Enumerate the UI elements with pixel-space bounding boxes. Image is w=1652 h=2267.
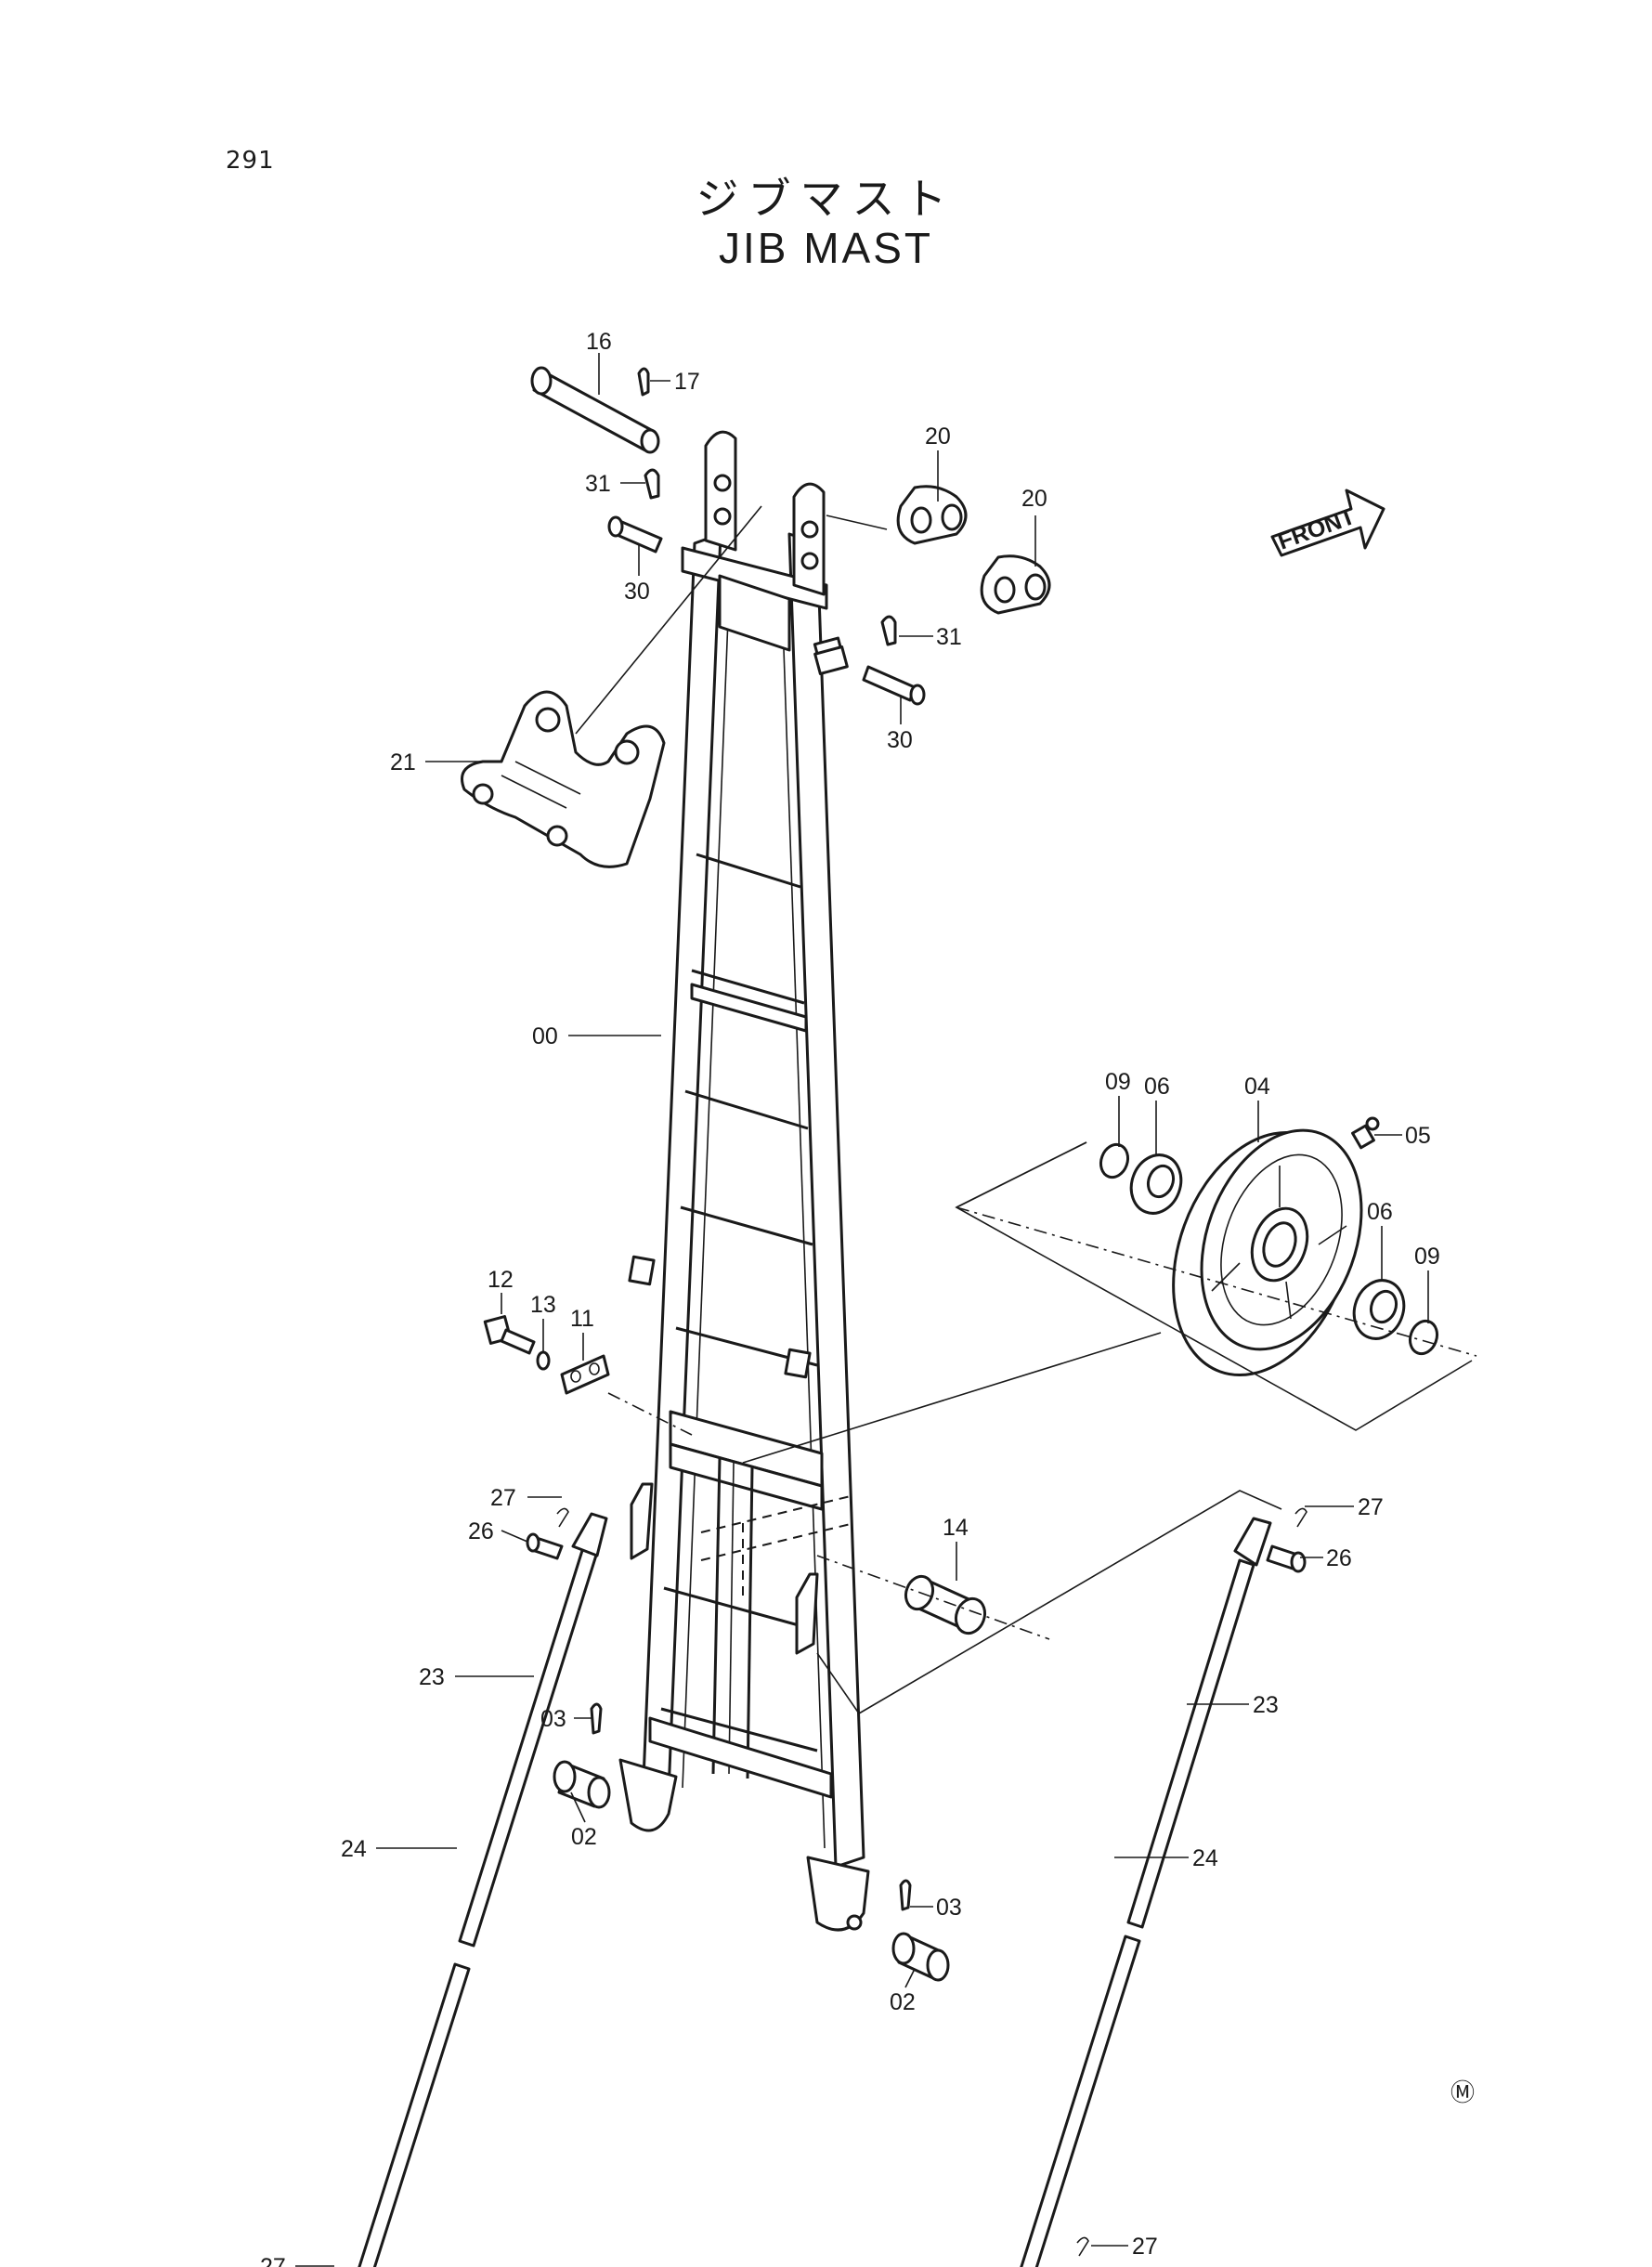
snap-pin-31-right bbox=[880, 615, 897, 646]
plate-21 bbox=[461, 690, 666, 868]
callout-27-right-upper: 27 bbox=[1358, 1494, 1384, 1520]
pin-30-left bbox=[607, 515, 663, 554]
snap-pin-17 bbox=[637, 367, 650, 397]
mast-top-crossmember bbox=[681, 546, 828, 610]
grease-fitting-05 bbox=[1351, 1116, 1380, 1150]
spacer-09-lower bbox=[1408, 1319, 1439, 1356]
pin-26-right-upper bbox=[1266, 1544, 1307, 1573]
callout-17: 17 bbox=[674, 369, 700, 395]
mast-bottom-crossmember bbox=[648, 1716, 833, 1799]
callout-03-left: 03 bbox=[540, 1706, 566, 1732]
plate-11 bbox=[560, 1354, 610, 1395]
callout-03-right: 03 bbox=[936, 1895, 962, 1921]
link-23-left bbox=[358, 1512, 608, 2267]
callout-02-left: 02 bbox=[571, 1824, 597, 1850]
pin-30-right bbox=[813, 645, 926, 706]
pin-26-left-upper bbox=[526, 1532, 564, 1560]
callout-05: 05 bbox=[1405, 1123, 1431, 1149]
callout-20-upper: 20 bbox=[925, 423, 951, 449]
callout-21: 21 bbox=[390, 749, 416, 775]
washer-13 bbox=[536, 1350, 551, 1371]
callout-14: 14 bbox=[943, 1515, 969, 1541]
link-23-right bbox=[1020, 1517, 1272, 2267]
callout-27-right-lower: 27 bbox=[1132, 2234, 1158, 2260]
mast-top-plate bbox=[718, 574, 791, 652]
model-mark-symbol: Ⓜ bbox=[1450, 2079, 1475, 2107]
jib-mast-frame bbox=[618, 430, 870, 1932]
callout-23-left: 23 bbox=[419, 1664, 445, 1690]
front-arrow-label: FRONT bbox=[1274, 503, 1358, 555]
callout-04: 04 bbox=[1244, 1074, 1270, 1100]
bearing-06-lower bbox=[1352, 1279, 1406, 1340]
callout-09-lower: 09 bbox=[1414, 1244, 1440, 1270]
callout-12: 12 bbox=[488, 1267, 514, 1293]
mast-left-leg bbox=[641, 532, 722, 1804]
callout-20-lower: 20 bbox=[1021, 486, 1047, 512]
callout-labels: 16 17 31 30 20 20 31 30 21 00 09 06 04 0… bbox=[260, 329, 1440, 2267]
plate-20-lower bbox=[980, 554, 1051, 615]
callout-31-right: 31 bbox=[936, 624, 962, 650]
snap-pin-31-left bbox=[644, 468, 660, 500]
cotter-03-right bbox=[899, 1879, 912, 1911]
callout-24-right: 24 bbox=[1192, 1845, 1218, 1871]
snap-pin-27-left-upper bbox=[556, 1507, 569, 1528]
callout-09-upper: 09 bbox=[1105, 1069, 1131, 1095]
callout-06-upper: 06 bbox=[1144, 1074, 1170, 1100]
snap-pin-27-right-lower bbox=[1076, 2236, 1089, 2257]
callout-26-right-upper: 26 bbox=[1326, 1545, 1352, 1571]
mast-right-foot bbox=[806, 1856, 870, 1932]
pin-02-right bbox=[891, 1932, 950, 1982]
bearing-06-upper bbox=[1129, 1153, 1183, 1215]
callout-16: 16 bbox=[586, 329, 612, 355]
title-japanese: ジブマスト bbox=[696, 174, 956, 224]
leader-lines bbox=[295, 353, 1429, 2267]
callout-02-right: 02 bbox=[890, 1989, 916, 2015]
title-english: JIB MAST bbox=[718, 224, 934, 272]
callout-27-left-upper: 27 bbox=[490, 1485, 516, 1511]
callout-13: 13 bbox=[530, 1292, 556, 1318]
snap-pin-27-right-upper bbox=[1294, 1507, 1307, 1528]
front-arrow-icon: FRONT bbox=[1270, 489, 1385, 557]
plate-20-upper bbox=[896, 485, 968, 545]
callout-30-right: 30 bbox=[887, 727, 913, 753]
spacer-09-upper bbox=[1099, 1142, 1130, 1179]
callout-31-left: 31 bbox=[585, 471, 611, 497]
cotter-03-left bbox=[590, 1702, 603, 1735]
mast-left-foot bbox=[618, 1758, 678, 1832]
callout-06-lower: 06 bbox=[1367, 1199, 1393, 1225]
shaft-14 bbox=[904, 1574, 987, 1635]
pin-02-left bbox=[553, 1760, 611, 1809]
callout-00: 00 bbox=[532, 1023, 558, 1049]
callout-24-left: 24 bbox=[341, 1836, 367, 1862]
pin-16 bbox=[530, 366, 660, 454]
callout-23-right: 23 bbox=[1253, 1692, 1279, 1718]
bolt-12 bbox=[483, 1315, 536, 1355]
page-number: 291 bbox=[226, 147, 275, 175]
callout-11: 11 bbox=[570, 1306, 594, 1332]
callout-30-left: 30 bbox=[624, 579, 650, 605]
callout-27-left-lower: 27 bbox=[260, 2254, 286, 2267]
mast-top-lug-right bbox=[792, 482, 826, 596]
callout-26-left-upper: 26 bbox=[468, 1518, 494, 1544]
sheave-04 bbox=[1172, 1128, 1363, 1377]
